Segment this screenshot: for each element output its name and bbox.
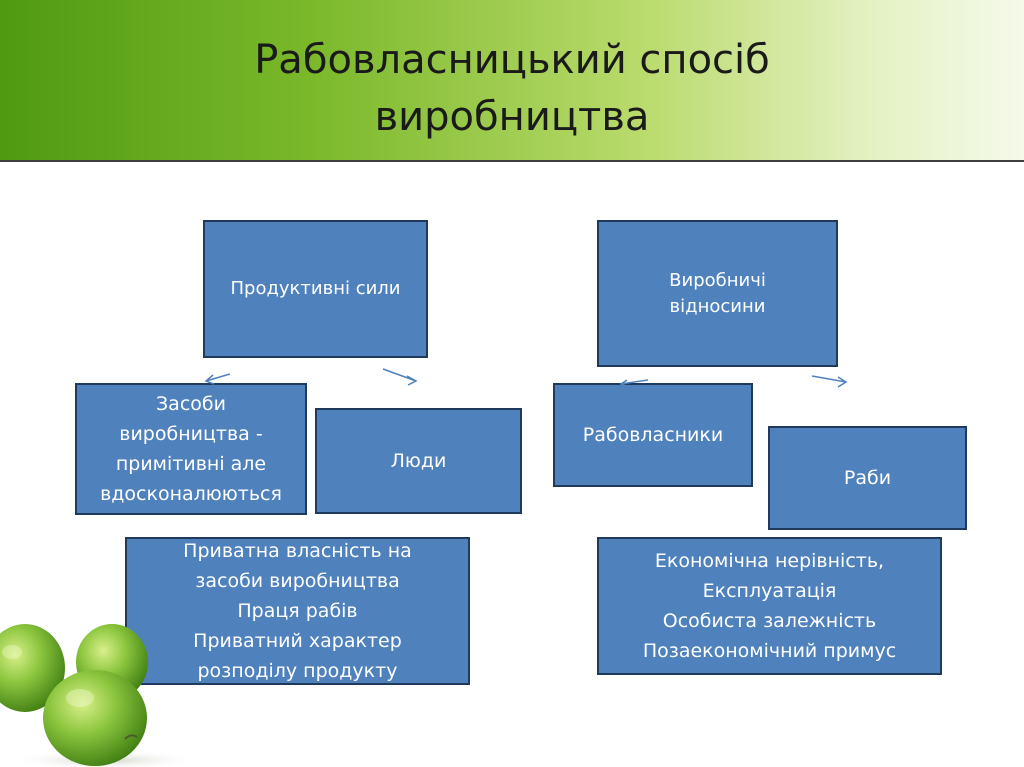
arrow-to-people (382, 368, 418, 386)
arrow-to-owners (619, 379, 649, 388)
means-line-3: примітивні але (115, 453, 267, 475)
right-summary-line-4: Позаекономічний примус (642, 640, 897, 662)
header-banner (0, 0, 1024, 160)
relations-line-2: відносини (669, 295, 766, 317)
left-summary-line-4: Приватний характер (193, 630, 402, 652)
productive-forces-box: Продуктивні сили (203, 220, 428, 358)
left-summary-line-3: Праця рабів (237, 600, 358, 622)
slide-title: Рабовласницький спосіб виробництва (0, 32, 1024, 146)
people-box: Люди (315, 408, 522, 514)
slave-owners-box: Рабовласники (553, 383, 753, 487)
title-line-2: виробництва (374, 94, 650, 140)
left-summary-line-5: розподілу продукту (197, 660, 398, 682)
green-apples-image (0, 624, 200, 767)
left-summary-line-1: Приватна власність на (183, 540, 412, 562)
means-line-4: вдосконалюються (100, 483, 282, 505)
arrow-to-means (204, 373, 231, 385)
header-divider (0, 160, 1024, 162)
slaves-box: Раби (768, 426, 967, 530)
slave-owners-label: Рабовласники (582, 424, 724, 446)
means-of-production-box: Засоби виробництва - примітивні але вдос… (75, 383, 307, 515)
means-line-1: Засоби (156, 393, 226, 415)
arrow-to-slaves (811, 375, 848, 388)
apple-left-icon (0, 624, 65, 712)
production-relations-box: Виробничі відносини (597, 220, 838, 367)
apple-front-icon (43, 670, 147, 766)
right-summary-line-1: Економічна нерівність, (654, 550, 885, 572)
right-summary-box: Економічна нерівність, Експлуатація Особ… (597, 537, 942, 675)
right-summary-line-2: Експлуатація (702, 580, 837, 602)
relations-line-1: Виробничі (669, 269, 766, 291)
productive-forces-label: Продуктивні сили (230, 278, 401, 299)
slaves-label: Раби (843, 467, 892, 489)
title-line-1: Рабовласницький спосіб (254, 37, 770, 83)
people-label: Люди (390, 450, 447, 472)
left-summary-line-2: засоби виробництва (195, 570, 400, 592)
right-summary-line-3: Особиста залежність (662, 610, 877, 632)
means-line-2: виробництва - (119, 423, 263, 445)
left-summary-box: Приватна власність на засоби виробництва… (125, 537, 470, 685)
